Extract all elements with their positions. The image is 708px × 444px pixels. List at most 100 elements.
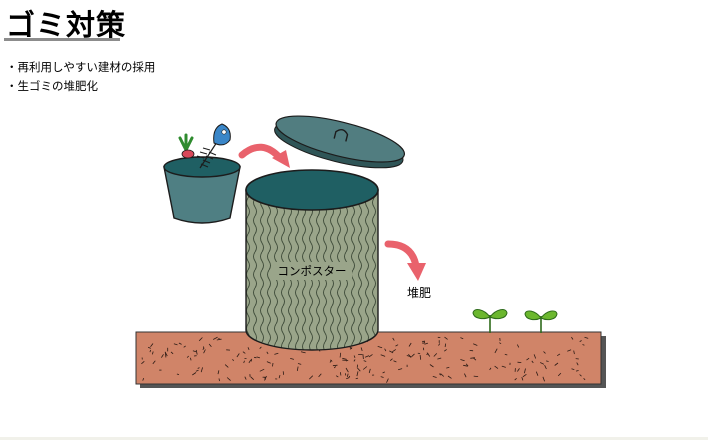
soil-speck (557, 372, 562, 377)
soil-speck (141, 360, 145, 365)
soil-speck (494, 365, 499, 369)
soil-speck (411, 353, 415, 357)
soil-speck (147, 346, 151, 349)
soil-speck (348, 375, 351, 379)
soil-speck (470, 357, 475, 359)
soil-speck (460, 359, 465, 362)
footer-divider (0, 437, 708, 440)
soil-speck (408, 342, 412, 347)
soil-speck (248, 359, 252, 364)
soil-speck (345, 367, 349, 373)
soil-speck (579, 374, 582, 377)
soil-speck (259, 346, 262, 349)
soil-speck (274, 352, 279, 355)
soil-speck (443, 349, 447, 352)
soil-speck (424, 342, 429, 345)
soil-speck (333, 366, 337, 369)
soil-speck (362, 366, 368, 370)
bullet-item: ・生ゴミの堆肥化 (6, 79, 98, 93)
soil-speck (232, 358, 234, 362)
soil-speck (524, 368, 526, 374)
soil-speck (464, 373, 467, 378)
soil-speck (152, 360, 156, 365)
soil-speck (406, 355, 412, 358)
soil-speck (544, 365, 547, 370)
soil-specks (141, 336, 589, 383)
soil-speck (364, 355, 370, 358)
soil-speck (438, 373, 442, 376)
soil-speck (540, 362, 545, 365)
soil-speck (164, 351, 168, 357)
soil-speck (149, 349, 152, 353)
soil-speck (521, 376, 524, 381)
soil-speck (342, 357, 347, 360)
soil-speck (517, 368, 520, 372)
soil-speck (218, 378, 220, 382)
bullet-item: ・再利用しやすい建材の採用 (6, 60, 156, 74)
soil-speck (218, 338, 221, 340)
soil-speck (417, 352, 421, 355)
soil-speck (173, 343, 178, 346)
soil-speck (444, 343, 447, 348)
soil-speck (516, 344, 520, 348)
soil-speck (290, 358, 295, 360)
soil-speck (266, 361, 271, 364)
soil-speck (582, 344, 585, 346)
soil-speck (236, 353, 240, 358)
soil-speck (494, 348, 498, 354)
soil-speck (170, 351, 174, 355)
sprout-icon (524, 310, 558, 333)
soil-speck (489, 367, 492, 371)
soil-speck (382, 371, 385, 374)
soil-speck (244, 376, 247, 380)
soil-speck (339, 352, 342, 358)
soil-speck (556, 353, 561, 357)
soil-speck (216, 338, 222, 341)
soil-speck (377, 346, 383, 349)
soil-speck (504, 353, 508, 356)
soil-speck (575, 370, 579, 372)
soil-speck (460, 337, 464, 340)
arrow-icon (238, 143, 290, 168)
soil-speck (579, 340, 582, 342)
soil-speck (514, 378, 517, 381)
soil-speck (499, 342, 502, 345)
soil-speck (571, 368, 575, 370)
soil-ground (135, 331, 606, 388)
soil-speck (567, 349, 572, 352)
soil-speck (161, 354, 164, 358)
bullet-list: ・再利用しやすい建材の採用 ・生ゴミの堆肥化 (6, 58, 155, 96)
soil-speck (368, 368, 371, 374)
soil-speck (522, 373, 527, 378)
soil-speck (535, 371, 539, 376)
soil-speck (473, 343, 478, 346)
soil-speck (426, 353, 429, 356)
soil-speck (213, 336, 218, 340)
soil-speck (340, 372, 342, 376)
title-underline (4, 38, 120, 41)
soil-speck (250, 358, 253, 362)
soil-speck (202, 347, 205, 351)
soil-speck (335, 375, 339, 378)
soil-speck (353, 355, 356, 358)
soil-speck (300, 351, 306, 354)
soil-speck (393, 360, 397, 363)
soil-speck (368, 354, 373, 358)
soil-speck (278, 374, 281, 379)
soil-speck (198, 337, 203, 342)
soil-speck (573, 350, 575, 355)
soil-speck (437, 357, 442, 360)
soil-speck (332, 364, 338, 367)
soil-speck (356, 367, 361, 372)
soil-speck (178, 342, 182, 345)
soil-speck (444, 336, 448, 340)
soil-speck (183, 345, 186, 348)
soil-speck (150, 343, 154, 347)
soil-speck (318, 373, 322, 378)
soil-speck (192, 372, 197, 376)
soil-speck (389, 350, 394, 354)
soil-speck (571, 336, 574, 340)
soil-speck (242, 351, 246, 354)
soil-speck (197, 367, 200, 369)
